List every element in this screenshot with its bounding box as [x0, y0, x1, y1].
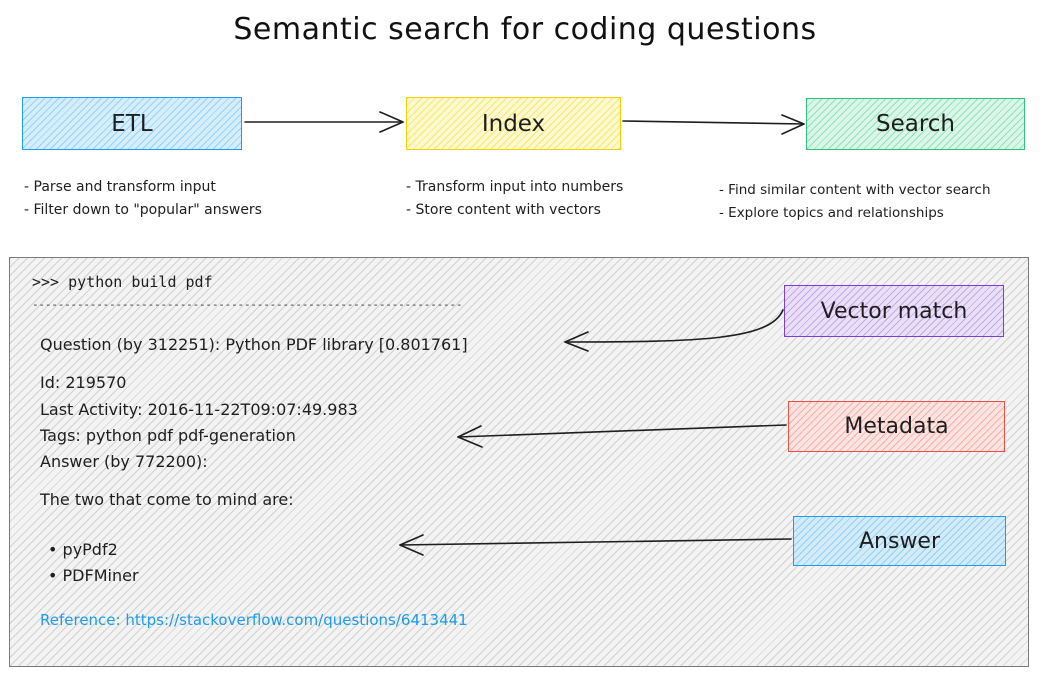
stage-etl-bullet: - Filter down to "popular" answers: [24, 202, 262, 218]
last-activity-line: Last Activity: 2016-11-22T09:07:49.983: [40, 400, 358, 419]
answer-callout: Answer: [793, 516, 1006, 566]
tags-line: Tags: python pdf pdf-generation: [40, 426, 296, 445]
stage-etl-box: ETL: [22, 97, 242, 150]
answer-list-item: • pyPdf2: [48, 540, 118, 559]
answer-list-item: • PDFMiner: [48, 566, 139, 585]
stage-search-label: Search: [875, 111, 956, 137]
diagram-title: Semantic search for coding questions: [233, 12, 817, 47]
bullet-dot-icon: •: [48, 566, 63, 585]
stage-search-bullet: - Explore topics and relationships: [719, 205, 944, 221]
reference-link[interactable]: Reference: https://stackoverflow.com/que…: [40, 611, 468, 629]
answer-by-line: Answer (by 772200):: [40, 452, 208, 471]
stage-index-label: Index: [481, 110, 546, 137]
stage-index-bullets: - Transform input into numbers - Store c…: [406, 176, 623, 222]
question-line: Question (by 312251): Python PDF library…: [40, 335, 468, 354]
bullet-dot-icon: •: [48, 540, 63, 559]
metadata-label: Metadata: [844, 414, 949, 439]
id-line: Id: 219570: [40, 373, 127, 392]
stage-index-bullet: - Transform input into numbers: [406, 179, 624, 195]
metadata-callout: Metadata: [788, 401, 1005, 452]
stage-etl-label: ETL: [111, 110, 153, 137]
vector-match-label: Vector match: [820, 298, 968, 324]
stage-search-bullet: - Find similar content with vector searc…: [719, 182, 991, 198]
search-prompt: >>> python build pdf: [32, 273, 213, 291]
answer-label: Answer: [858, 528, 941, 554]
stage-search-bullets: - Find similar content with vector searc…: [719, 179, 991, 225]
stage-index-bullet: - Store content with vectors: [406, 202, 601, 218]
answer-intro-line: The two that come to mind are:: [40, 490, 294, 509]
stage-etl-bullets: - Parse and transform input - Filter dow…: [24, 176, 262, 222]
stage-search-box: Search: [806, 98, 1025, 150]
stage-etl-bullet: - Parse and transform input: [24, 179, 216, 195]
vector-match-callout: Vector match: [784, 285, 1004, 337]
separator-line: ----------------------------------------…: [32, 298, 463, 311]
stage-index-box: Index: [406, 97, 621, 150]
index-to-search-arrow: [622, 120, 805, 125]
